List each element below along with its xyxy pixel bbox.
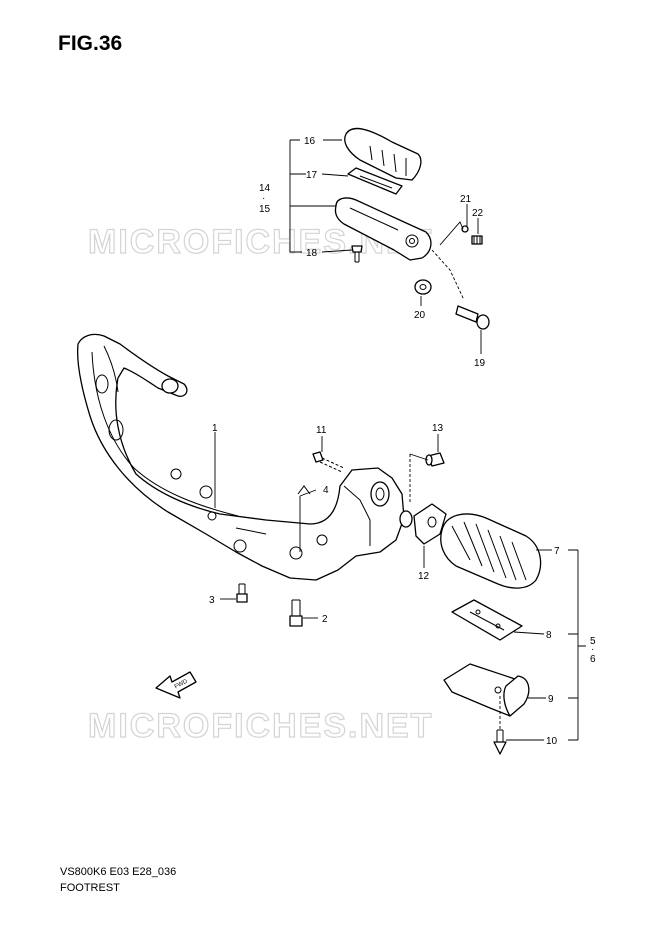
watermark-bottom: MICROFICHES.NET bbox=[88, 707, 433, 745]
part-11-bolt bbox=[312, 451, 345, 473]
callout-16: 16 bbox=[304, 136, 316, 147]
callout-7: 7 bbox=[554, 546, 560, 557]
part-20-washer bbox=[414, 279, 432, 295]
callout-14: 14 bbox=[259, 183, 271, 194]
callout-9: 9 bbox=[548, 694, 554, 705]
part-8-plate bbox=[451, 599, 523, 641]
callout-11: 11 bbox=[316, 425, 327, 436]
part-21-pin bbox=[461, 225, 469, 233]
figure-title: FIG.36 bbox=[58, 32, 123, 55]
part-1-footrest-bracket bbox=[76, 333, 413, 581]
callout-12: 12 bbox=[418, 571, 430, 582]
part-17-footrest-plate bbox=[347, 167, 403, 195]
part-14-15-footrest bbox=[334, 197, 432, 261]
part-12-washer bbox=[413, 503, 447, 545]
part-2-bolt bbox=[289, 599, 303, 627]
callout-18: 18 bbox=[306, 248, 318, 259]
callout-15: 15 bbox=[259, 204, 271, 215]
callout-20: 20 bbox=[414, 310, 426, 321]
callout-22: 22 bbox=[472, 208, 484, 219]
callout-2: 2 bbox=[322, 614, 328, 625]
callout-10: 10 bbox=[546, 736, 558, 747]
footer-model-code: VS800K6 E03 E28_036 bbox=[60, 866, 177, 878]
callout-5-6-separator: · bbox=[591, 644, 594, 655]
callout-19: 19 bbox=[474, 358, 486, 369]
part-7-footrest bbox=[440, 513, 542, 589]
part-16-footrest-rubber bbox=[344, 127, 422, 181]
callout-17: 17 bbox=[306, 170, 318, 181]
callout-14-15-separator: · bbox=[262, 193, 265, 204]
callout-3: 3 bbox=[209, 595, 215, 606]
footer-section-name: FOOTREST bbox=[60, 882, 120, 894]
callout-21: 21 bbox=[460, 194, 472, 205]
part-4-clip bbox=[297, 485, 311, 495]
part-9-footrest-plate bbox=[443, 663, 530, 717]
part-3-bolt bbox=[236, 583, 248, 603]
fwd-arrow-icon: FWD bbox=[155, 671, 197, 699]
part-22-spring bbox=[471, 235, 483, 245]
callout-1: 1 bbox=[212, 423, 218, 434]
callout-5: 5 bbox=[590, 636, 596, 647]
callout-13: 13 bbox=[432, 423, 444, 434]
callout-4: 4 bbox=[323, 485, 329, 496]
part-19-bolt bbox=[455, 305, 490, 330]
part-13-pin bbox=[425, 452, 445, 467]
part-18-screw bbox=[351, 245, 363, 263]
callout-8: 8 bbox=[546, 630, 552, 641]
part-10-screw bbox=[493, 696, 507, 755]
callout-6: 6 bbox=[590, 654, 596, 665]
